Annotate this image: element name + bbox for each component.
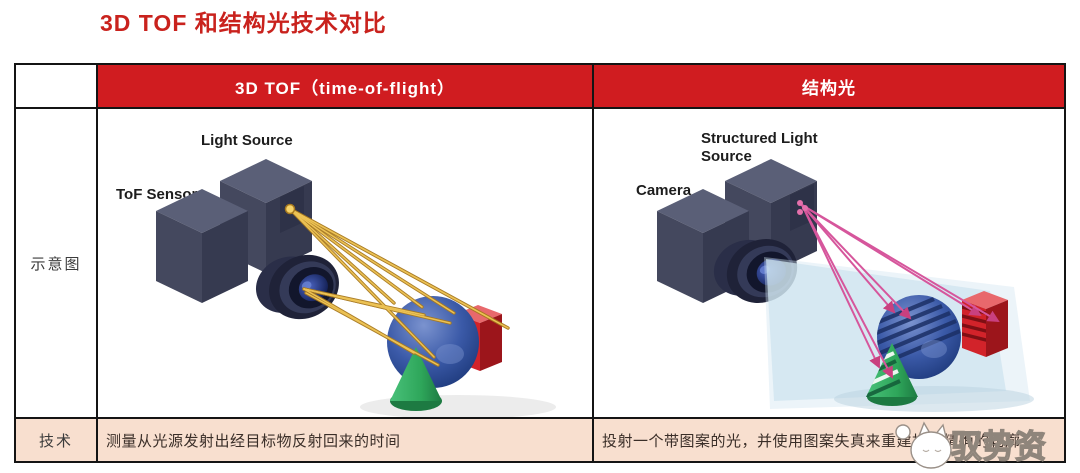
tof-sensor-label: ToF Sensor <box>116 186 198 203</box>
tech-cell-structured-light: 投射一个带图案的光，并使用图案失真来重建扫描精确的轮廓 <box>594 419 1064 461</box>
tof-sensor-box <box>156 189 248 303</box>
green-cone <box>390 347 442 411</box>
light-rays <box>288 207 510 367</box>
structured-light-source-label-line2: Source <box>701 148 752 165</box>
tof-diagram: Light Source ToF Sensor <box>116 132 556 417</box>
diagram-cell-structured-light: Structured Light Source Camera <box>594 109 1064 417</box>
header-cell-structured-light: 结构光 <box>594 65 1064 107</box>
diagram-cell-tof: Light Source ToF Sensor <box>98 109 592 417</box>
light-source-label: Light Source <box>201 132 293 149</box>
pattern-rays <box>801 204 1000 379</box>
tech-text-tof: 测量从光源发射出经目标物反射回来的时间 <box>106 432 401 450</box>
tech-text-structured-light: 投射一个带图案的光，并使用图案失真来重建扫描精确的轮廓 <box>602 432 1021 450</box>
emitter-glow <box>284 203 296 215</box>
row-label-diagram: 示意图 <box>16 109 96 417</box>
row-label-tech: 技术 <box>16 419 96 461</box>
structured-light-diagram: Structured Light Source Camera <box>636 130 1034 412</box>
comparison-table: 3D TOF（time-of-flight） 结构光 示意图 <box>14 63 1066 463</box>
ground-shadow <box>360 395 556 417</box>
page-title: 3D TOF 和结构光技术对比 <box>100 10 387 36</box>
pattern-emitter <box>797 200 808 215</box>
header-corner-cell <box>16 65 96 107</box>
header-label-tof: 3D TOF（time-of-flight） <box>235 78 455 98</box>
header-label-structured-light: 结构光 <box>802 78 856 98</box>
structured-light-source-label-line1: Structured Light <box>701 130 818 147</box>
tech-cell-tof: 测量从光源发射出经目标物反射回来的时间 <box>98 419 592 461</box>
camera-label: Camera <box>636 182 692 199</box>
header-cell-tof: 3D TOF（time-of-flight） <box>98 65 592 107</box>
